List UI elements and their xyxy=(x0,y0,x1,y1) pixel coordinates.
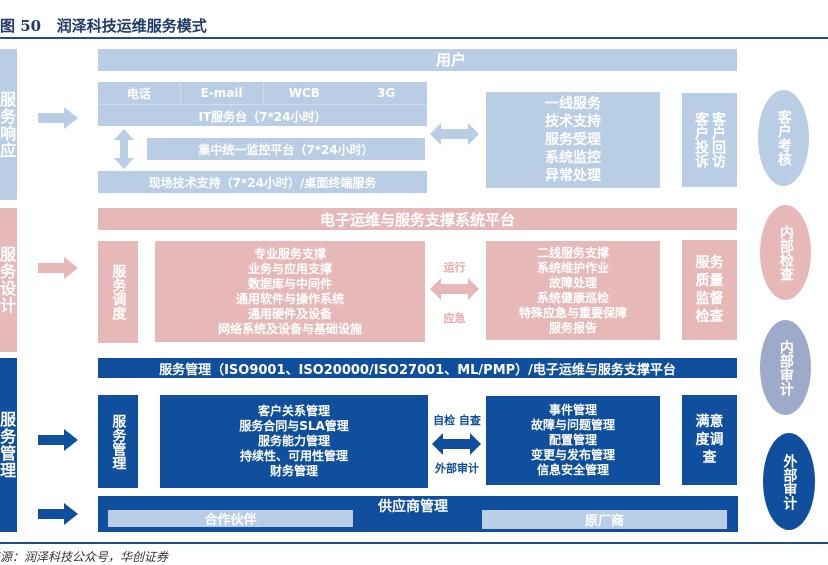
title-text: 润泽科技运维服务模式 xyxy=(56,17,207,35)
double-arrow-icon xyxy=(432,433,481,455)
channel-email: E-mail xyxy=(181,82,264,104)
management-item: 财务管理 xyxy=(269,464,318,478)
service-dispatch-label: 服务调度 xyxy=(110,264,127,320)
management-item: 配置管理 xyxy=(548,433,597,447)
satisfaction-survey: 满意度调查 xyxy=(682,395,737,485)
first-line-item: 异常处理 xyxy=(545,168,601,184)
service-management-box: 服务管理 xyxy=(98,395,138,488)
second-line-item: 特殊应急与重要保障 xyxy=(518,305,627,320)
support-item: 业务与应用支撑 xyxy=(247,261,332,276)
arrow-right-icon xyxy=(38,429,78,451)
ops-platform-bar: 电子运维与服务支撑系统平台 xyxy=(98,208,737,230)
figure-title: 图 50 润泽科技运维服务模式 xyxy=(0,17,207,35)
figure-number: 50 xyxy=(20,17,42,35)
first-line-item: 一线服务 xyxy=(545,96,601,112)
service-dispatch: 服务调度 xyxy=(98,241,138,343)
second-line-service: 二线服务支撑系统维护作业故障处理系统健康巡检特殊应急与重要保障服务报告 xyxy=(486,241,660,340)
ellipse-external-audit: 外部审计 xyxy=(763,433,815,530)
arrow-right-icon xyxy=(38,503,78,525)
left-label-management-text: 服务管理 xyxy=(0,411,17,479)
header-divider xyxy=(0,37,828,39)
double-arrow-icon xyxy=(430,123,479,145)
internal-audit-label: 内部审计 xyxy=(777,339,794,396)
support-item: 通用软件与操作系统 xyxy=(235,291,344,306)
customer-assessment-label: 客户考核 xyxy=(775,110,792,166)
support-item: 网络系统及设备与基础设施 xyxy=(217,321,362,336)
management-item: 服务合同与SLA管理 xyxy=(239,419,349,433)
arrow-right-icon xyxy=(38,257,78,279)
label-emergency: 应急 xyxy=(443,312,466,325)
second-line-item: 系统维护作业 xyxy=(536,260,609,275)
internal-check-label: 内部检查 xyxy=(777,224,794,281)
second-line-item: 故障处理 xyxy=(548,275,597,290)
first-line-item: 系统监控 xyxy=(545,150,601,166)
left-label-design: 服务设计 xyxy=(0,208,17,352)
double-arrow-vertical-icon xyxy=(114,129,134,169)
second-line-item: 系统健康巡检 xyxy=(536,290,609,305)
left-label-response-text: 服务响应 xyxy=(0,90,17,159)
supplier-label: 供应商管理 xyxy=(378,499,448,515)
source-note: 来源：润泽科技公众号，华创证券 xyxy=(0,550,169,564)
service-management-label: 服务管理 xyxy=(110,413,127,470)
management-items-right: 事件管理故障与问题管理配置管理变更与发布管理信息安全管理 xyxy=(486,396,660,485)
label-external-audit: 外部审计 xyxy=(435,462,479,475)
ellipse-internal-check: 内部检查 xyxy=(760,205,811,300)
second-line-item: 服务报告 xyxy=(548,320,597,335)
management-item: 变更与发布管理 xyxy=(530,448,615,462)
second-line-item: 二线服务支撑 xyxy=(536,245,609,260)
left-label-design-text: 服务设计 xyxy=(0,246,17,314)
it-service-desk: 电话 E-mail WCB 3G IT服务台（7*24小时） xyxy=(98,82,427,126)
users-bar: 用户 xyxy=(98,49,737,71)
ellipse-customer-assessment: 客户考核 xyxy=(758,90,809,186)
first-line-item: 服务受理 xyxy=(545,132,601,148)
channel-wcb: WCB xyxy=(288,86,320,100)
support-item: 数据库与中间件 xyxy=(247,276,332,291)
footer-divider xyxy=(0,542,828,544)
service-desk-label: IT服务台（7*24小时） xyxy=(198,109,327,124)
first-line-item: 技术支持 xyxy=(545,114,601,130)
support-item: 通用硬件及设备 xyxy=(247,306,332,321)
management-item: 客户关系管理 xyxy=(257,404,330,418)
arrow-right-icon xyxy=(38,107,78,129)
monitor-platform: 集中统一监控平台（7*24小时） xyxy=(147,138,425,160)
complaint-label: 客户投诉 xyxy=(693,112,709,168)
channel-phone: 电话 xyxy=(98,82,181,104)
ellipse-internal-audit: 内部审计 xyxy=(760,320,811,415)
channel-3g: 3G xyxy=(377,86,396,100)
management-item: 信息安全管理 xyxy=(536,463,609,477)
left-label-management: 服务管理 xyxy=(0,358,17,532)
support-item: 专业服务支撑 xyxy=(253,246,326,261)
label-run: 运行 xyxy=(443,261,466,274)
management-items-left: 客户关系管理服务合同与SLA管理服务能力管理持续性、可用性管理财务管理 xyxy=(160,395,428,488)
management-item: 事件管理 xyxy=(548,403,597,417)
support-list: 专业服务支撑业务与应用支撑数据库与中间件通用软件与操作系统通用硬件及设备网络系统… xyxy=(155,241,425,342)
management-item: 故障与问题管理 xyxy=(530,418,615,432)
double-arrow-icon xyxy=(430,278,479,300)
onsite-support: 现场技术支持（7*24小时）/桌面终端服务 xyxy=(98,171,427,193)
channel-row: 电话 E-mail WCB 3G xyxy=(98,82,427,105)
service-management-bar: 服务管理（ISO9001、ISO20000/ISO27001、ML/PMP）/电… xyxy=(98,358,737,378)
customer-feedback-box: 客户回访 客户投诉 xyxy=(682,93,737,187)
label-self-check: 自检 自查 xyxy=(433,414,481,427)
partner-box: 合作伙伴 xyxy=(108,510,353,528)
quality-supervision: 服务质量监督检查 xyxy=(682,240,737,340)
left-label-response: 服务响应 xyxy=(0,49,17,200)
revisit-label: 客户回访 xyxy=(710,112,726,168)
management-item: 持续性、可用性管理 xyxy=(239,449,348,463)
external-audit-label: 外部审计 xyxy=(781,453,798,510)
oem-box: 原厂商 xyxy=(482,510,727,529)
first-line-service: 一线服务技术支持服务受理系统监控异常处理 xyxy=(486,92,660,188)
management-item: 服务能力管理 xyxy=(257,434,330,448)
